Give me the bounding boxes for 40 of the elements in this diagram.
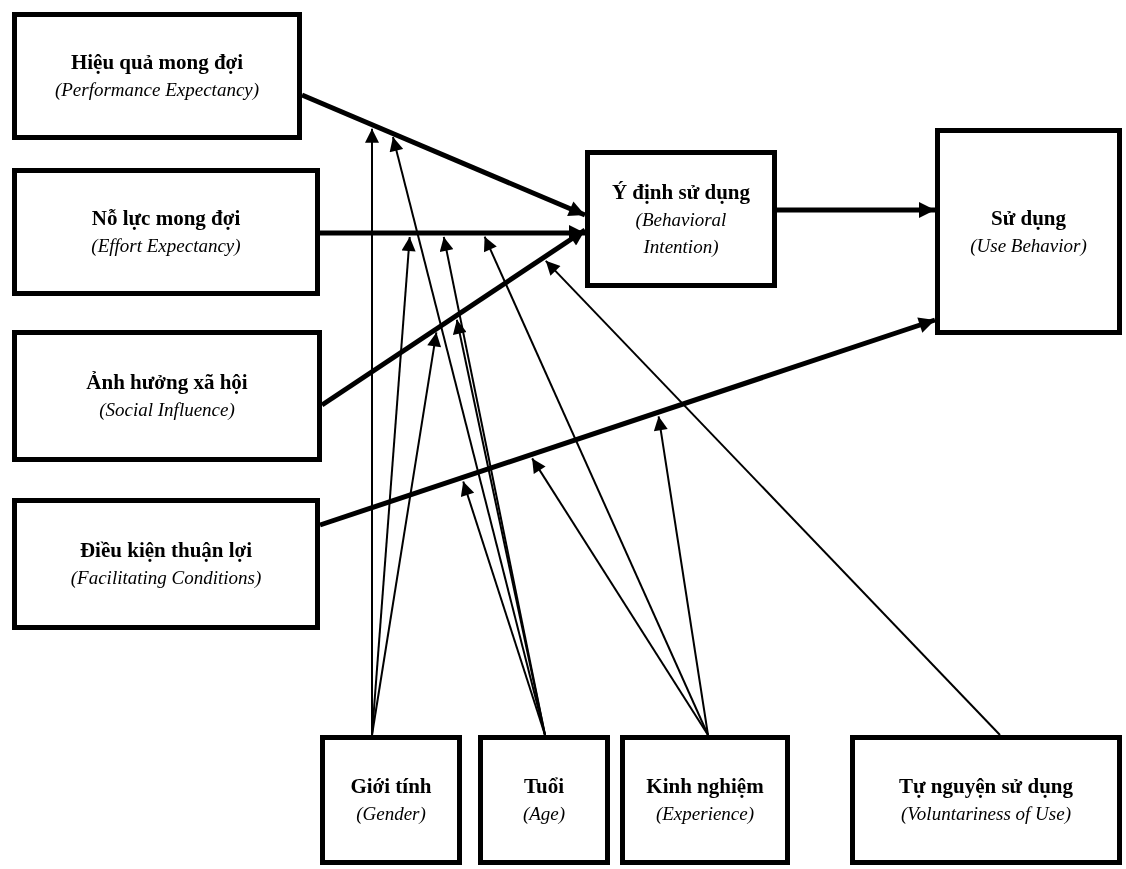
- concept-box: [478, 735, 610, 865]
- arrow: [653, 415, 709, 736]
- box-heading: Kinh nghiệm: [646, 773, 764, 800]
- box-heading: Ý định sử dụng: [611, 178, 751, 206]
- concept-box: [850, 735, 1122, 865]
- box-heading: Tuổi: [523, 773, 565, 800]
- arrow: [439, 235, 546, 736]
- arrow: [544, 259, 1001, 736]
- concept-box: [12, 498, 320, 630]
- box-heading: Nỗ lực mong đợi: [91, 205, 241, 232]
- box-subtitle: (Experience): [655, 802, 755, 827]
- concept-box: [12, 330, 322, 462]
- arrow: [460, 480, 546, 736]
- arrow: [371, 331, 442, 736]
- box-subtitle: (Performance Expectancy): [54, 78, 260, 103]
- concept-box: [320, 735, 462, 865]
- box-heading: Giới tính: [350, 773, 432, 800]
- box-subtitle: (Behavioral Intention): [634, 208, 728, 259]
- box-subtitle: (Gender): [356, 802, 426, 827]
- concept-box: [620, 735, 790, 865]
- concept-box: [12, 12, 302, 140]
- arrow: [531, 457, 709, 736]
- box-subtitle: (Effort Expectancy): [91, 234, 241, 259]
- concept-box: [12, 168, 320, 296]
- box-subtitle: (Social Influence): [99, 398, 235, 423]
- arrow: [320, 227, 587, 408]
- box-heading: Sử dụng: [990, 204, 1067, 232]
- arrow: [319, 317, 936, 528]
- box-subtitle: (Use Behavior): [970, 233, 1087, 258]
- box-subtitle: (Age): [522, 802, 566, 827]
- box-heading: Ảnh hưởng xã hội: [86, 369, 248, 396]
- box-heading: Tự nguyện sử dụng: [899, 773, 1073, 800]
- concept-box: [585, 150, 777, 288]
- box-subtitle: (Voluntariness of Use): [901, 802, 1071, 827]
- box-subtitle: (Facilitating Conditions): [70, 566, 262, 591]
- arrow: [301, 92, 586, 218]
- box-heading: Điều kiện thuận lợi: [79, 537, 253, 564]
- box-heading: Hiệu quả mong đợi: [70, 49, 244, 76]
- concept-box: [935, 128, 1122, 335]
- arrow: [777, 202, 935, 218]
